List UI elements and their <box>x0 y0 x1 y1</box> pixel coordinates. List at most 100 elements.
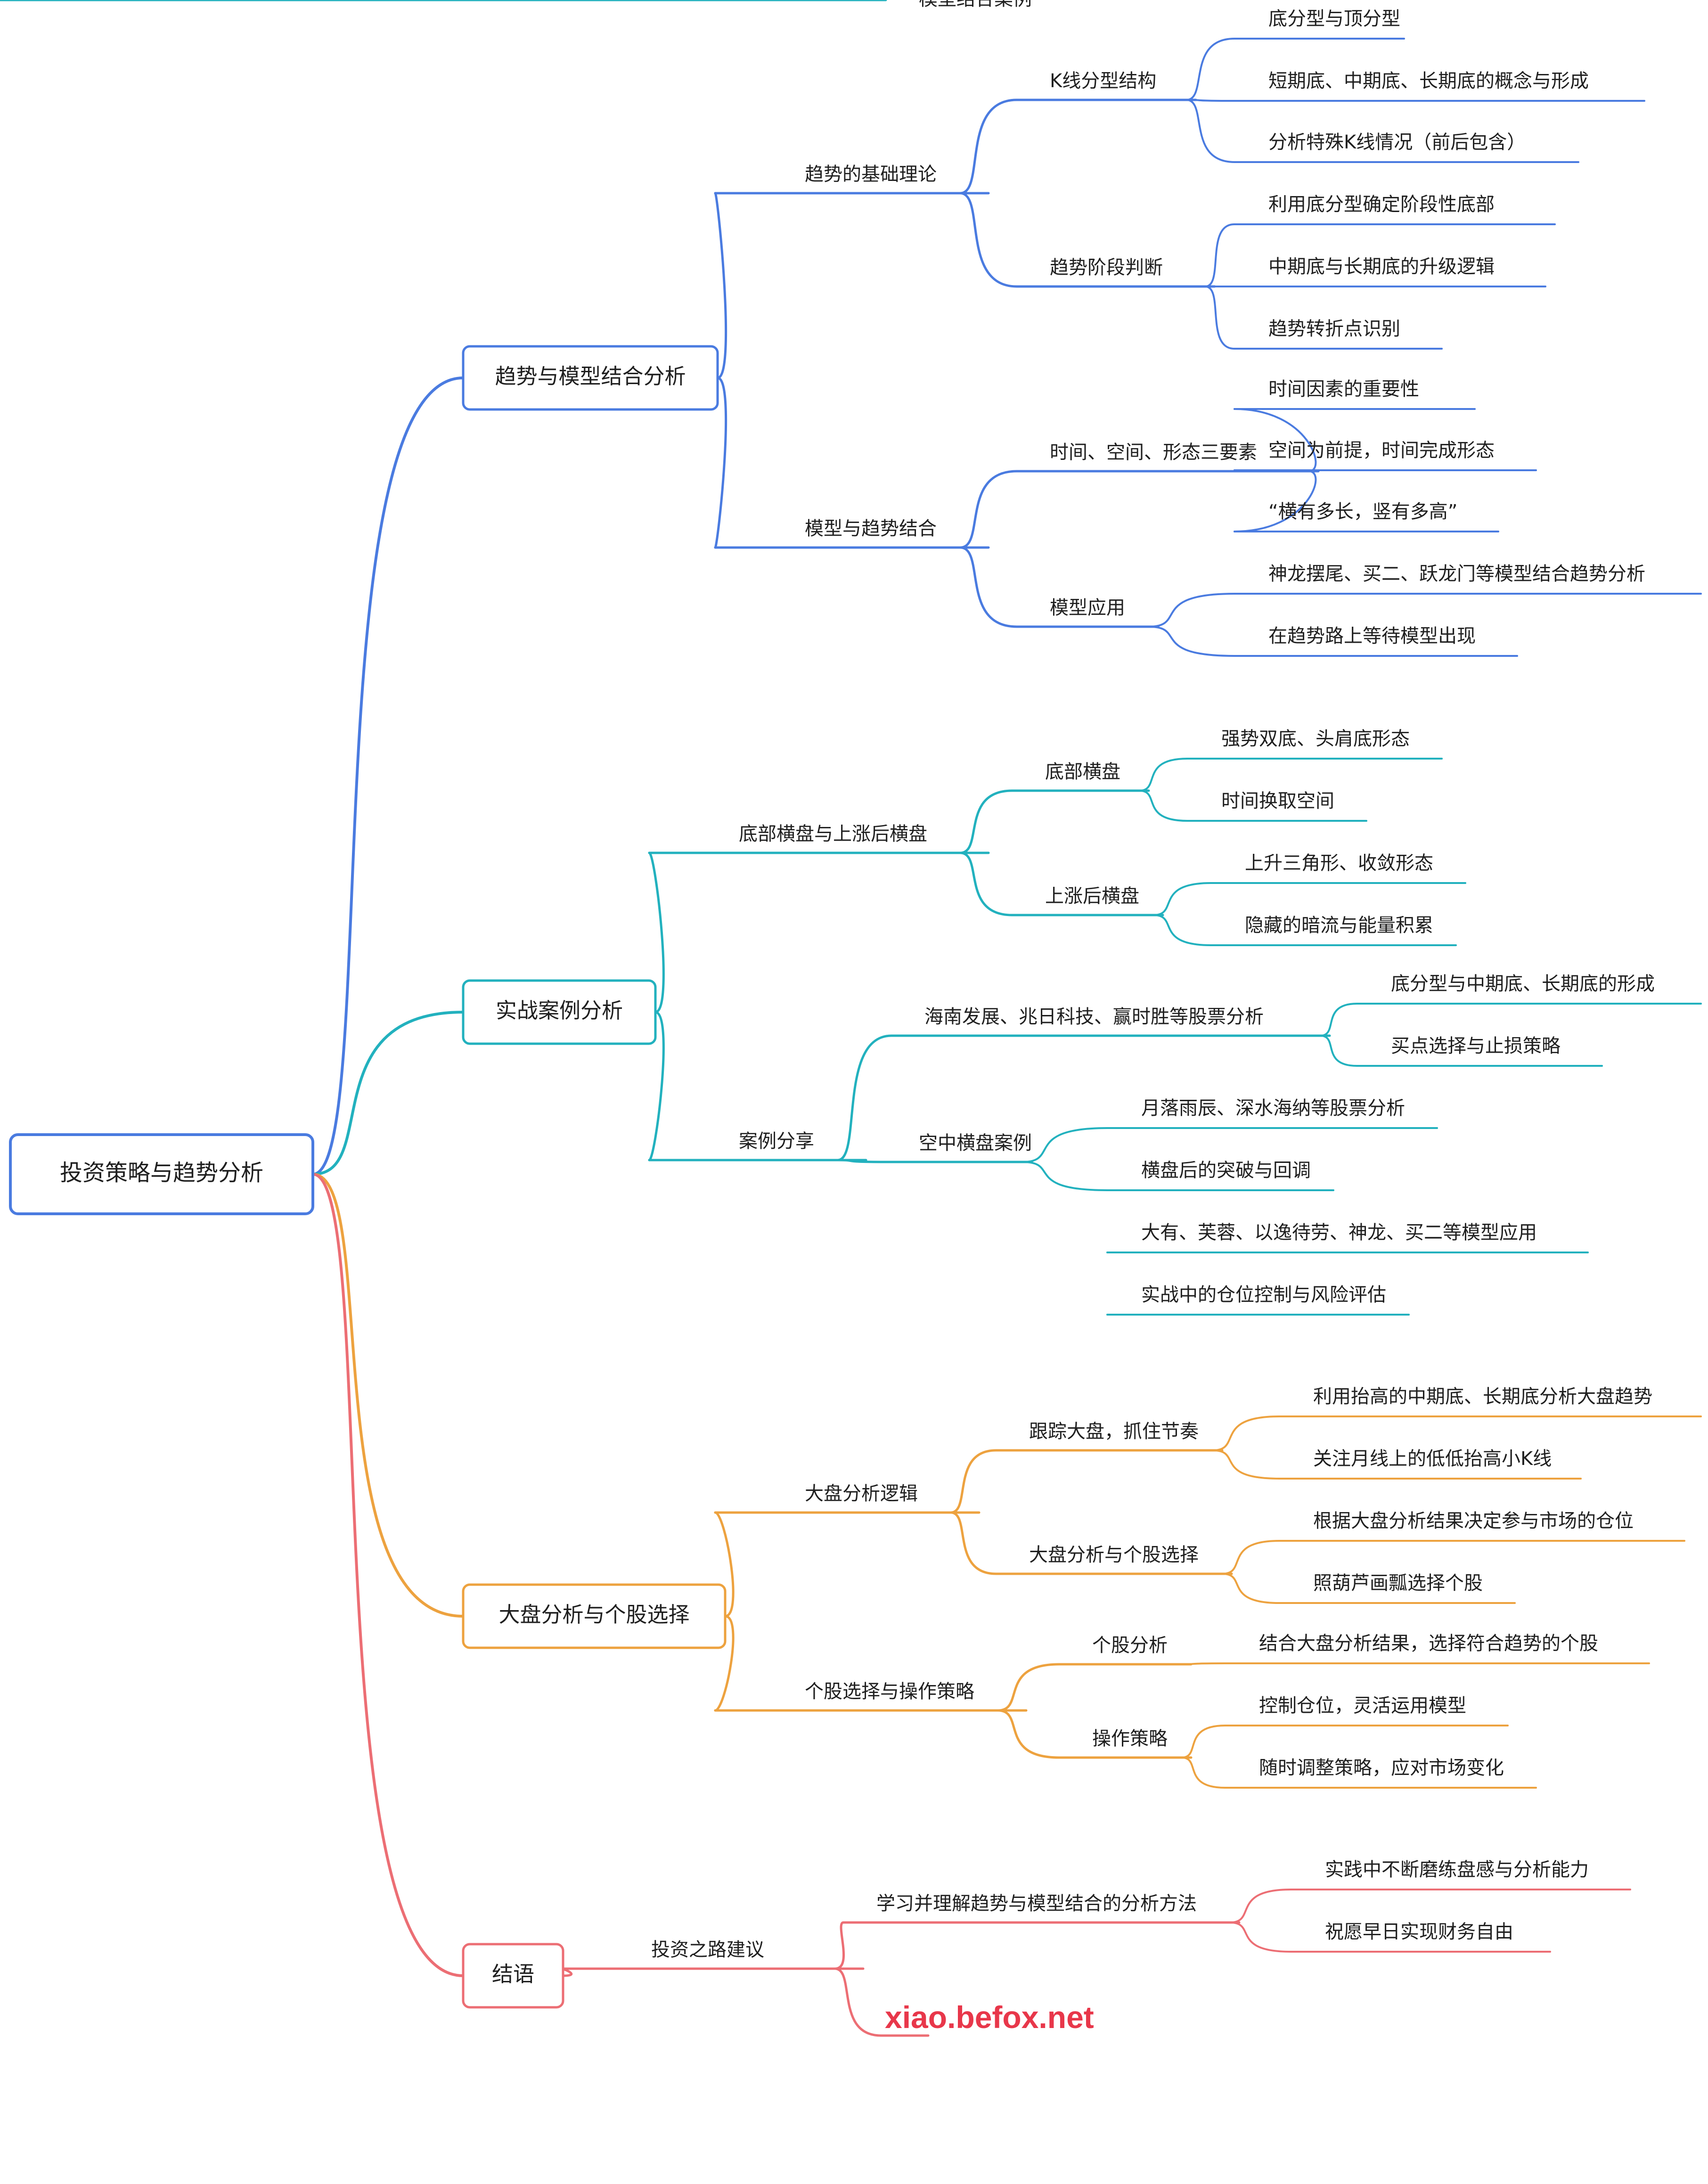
leaf-label: 实战中的仓位控制与风险评估 <box>1141 1284 1386 1306</box>
edge-branch-topic <box>714 1511 735 1618</box>
leaf-label: 祝愿早日实现财务自由 <box>1325 1921 1513 1943</box>
root-node[interactable] <box>9 1133 314 1215</box>
edge-sub-leaf <box>1221 1540 1280 1575</box>
edge-topic-sub <box>997 1709 1061 1759</box>
edge-root-branch <box>311 1173 465 1618</box>
leaf-label: 利用底分型确定阶段性底部 <box>1268 194 1495 215</box>
leaf-label: 控制仓位，灵活运用模型 <box>1259 1695 1466 1717</box>
leaf-label: 趋势转折点识别 <box>1268 318 1400 340</box>
edge-sub-leaf <box>1022 1161 1108 1191</box>
edge-sub-leaf <box>1152 914 1212 946</box>
leaf-label: 月落雨辰、深水海纳等股票分析 <box>1141 1097 1405 1119</box>
edge-branch-topic <box>714 192 727 379</box>
edge-sub-leaf <box>1204 223 1235 287</box>
leaf-label: 强势双底、头肩底形态 <box>1221 728 1410 750</box>
topic-label: 案例分享 <box>739 1130 814 1152</box>
edge-sub-leaf <box>1212 1415 1280 1451</box>
subtopic-label: 个股分析 <box>1092 1635 1168 1656</box>
watermark-text: xiao.befox.net <box>885 2000 1094 2035</box>
edge-topic-sub <box>959 789 1013 854</box>
leaf-label: 照葫芦画瓢选择个股 <box>1313 1572 1483 1594</box>
branch-label: 实战案例分析 <box>496 998 623 1023</box>
edge-sub-leaf <box>1138 790 1188 822</box>
topic-label: 大盘分析逻辑 <box>805 1483 918 1505</box>
edge-topic-sub <box>836 1159 887 1163</box>
leaf-label: 横盘后的突破与回调 <box>1141 1160 1311 1181</box>
edge-sub-leaf <box>1022 1127 1108 1163</box>
topic-label: 模型与趋势结合 <box>805 518 937 540</box>
edge-branch-topic <box>648 851 665 1014</box>
edge-sub-leaf <box>1185 99 1235 102</box>
edge-sub-leaf <box>1148 626 1235 657</box>
leaf-label: 实践中不断磨练盘感与分析能力 <box>1325 1859 1589 1881</box>
subtopic-label: 时间、空间、形态三要素 <box>1050 442 1257 463</box>
edge-sub-leaf <box>1181 1725 1226 1759</box>
edge-sub-leaf <box>1319 1003 1358 1037</box>
leaf-label: 买点选择与止损策略 <box>1391 1035 1561 1057</box>
subtopic-label: K线分型结构 <box>1050 70 1156 92</box>
leaf-label: 结合大盘分析结果，选择符合趋势的个股 <box>1259 1633 1598 1654</box>
edge-sub-leaf <box>1229 1889 1292 1923</box>
leaf-label: 时间换取空间 <box>1221 790 1334 812</box>
branch-node[interactable] <box>462 1583 727 1649</box>
edge-topic-sub <box>959 470 1018 549</box>
branch-label: 趋势与模型结合分析 <box>495 364 686 389</box>
edge-sub-leaf <box>1138 758 1188 792</box>
edge-sub-leaf <box>1229 1922 1292 1953</box>
subtopic-label: 操作策略 <box>1092 1728 1168 1750</box>
root-label: 投资策略与趋势分析 <box>60 1160 263 1186</box>
branch-node[interactable] <box>462 1943 564 2009</box>
topic-label: 个股选择与操作策略 <box>805 1681 974 1702</box>
leaf-label: 大有、芙蓉、以逸待劳、神龙、买二等模型应用 <box>1141 1222 1537 1243</box>
subtopic-label: 跟踪大盘，抓住节奏 <box>1029 1421 1199 1442</box>
leaf-label: 短期底、中期底、长期底的概念与形成 <box>1268 70 1589 92</box>
edge-sub-leaf <box>1181 1662 1226 1665</box>
edge-sub-leaf <box>1185 99 1235 163</box>
leaf-label: 隐藏的暗流与能量积累 <box>1245 915 1433 936</box>
edge-topic-sub <box>997 1663 1061 1712</box>
leaf-label: “横有多长，竖有多高” <box>1268 501 1457 523</box>
edge-topic-sub <box>959 98 1018 195</box>
subtopic-label: 大盘分析与个股选择 <box>1029 1544 1199 1566</box>
edge-sub-leaf <box>1234 408 1317 472</box>
leaf-label: 底分型与中期底、长期底的形成 <box>1391 973 1655 995</box>
leaf-label: 随时调整策略，应对市场变化 <box>1259 1757 1504 1779</box>
leaf-label: 空间为前提，时间完成形态 <box>1268 440 1495 461</box>
edge-branch-topic <box>648 1011 665 1162</box>
edge-sub-leaf <box>1181 1757 1226 1789</box>
edge-topic-sub <box>949 1511 997 1575</box>
branch-label: 结语 <box>492 1962 534 1987</box>
subtopic-label: 模型应用 <box>1050 597 1125 619</box>
edge-root-branch <box>311 1011 465 1176</box>
edge-branch-topic <box>714 376 727 549</box>
leaf-label: 关注月线上的低低抬高小K线 <box>1313 1448 1552 1470</box>
topic-label: 投资之路建议 <box>651 1939 764 1961</box>
subtopic-label: 学习并理解趋势与模型结合的分析方法 <box>876 1893 1197 1914</box>
leaf-label: 根据大盘分析结果决定参与市场的仓位 <box>1313 1510 1634 1532</box>
edge-sub-leaf <box>1152 882 1212 916</box>
leaf-label: 在趋势路上等待模型出现 <box>1268 625 1476 647</box>
branch-label: 大盘分析与个股选择 <box>499 1602 689 1627</box>
edge-branch-topic <box>714 1615 735 1712</box>
subtopic-label: 模型结合案例 <box>919 0 1032 10</box>
edge-sub-leaf <box>1148 593 1235 628</box>
topic-label: 底部横盘与上涨后横盘 <box>739 823 927 845</box>
edge-topic-sub <box>959 546 1018 628</box>
leaf-label: 中期底与长期底的升级逻辑 <box>1268 256 1495 278</box>
subtopic-label: 上涨后横盘 <box>1045 885 1139 907</box>
leaf-label: 底分型与顶分型 <box>1268 8 1400 30</box>
edge-topic-sub <box>959 851 1013 916</box>
edge-topic-sub <box>949 1449 997 1514</box>
edge-sub-leaf <box>1319 1035 1358 1067</box>
edge-topic-sub <box>836 1034 893 1162</box>
branch-node[interactable] <box>462 979 657 1045</box>
topic-label: 趋势的基础理论 <box>805 164 937 185</box>
edge-root-branch <box>311 1173 465 1977</box>
edge-topic-sub <box>834 1967 883 2037</box>
leaf-label: 神龙摆尾、买二、跃龙门等模型结合趋势分析 <box>1268 563 1645 585</box>
subtopic-label: 底部横盘 <box>1045 761 1120 783</box>
edge-topic-sub <box>834 1921 845 1970</box>
leaf-label: 上升三角形、收敛形态 <box>1245 852 1433 874</box>
branch-node[interactable] <box>462 345 719 411</box>
